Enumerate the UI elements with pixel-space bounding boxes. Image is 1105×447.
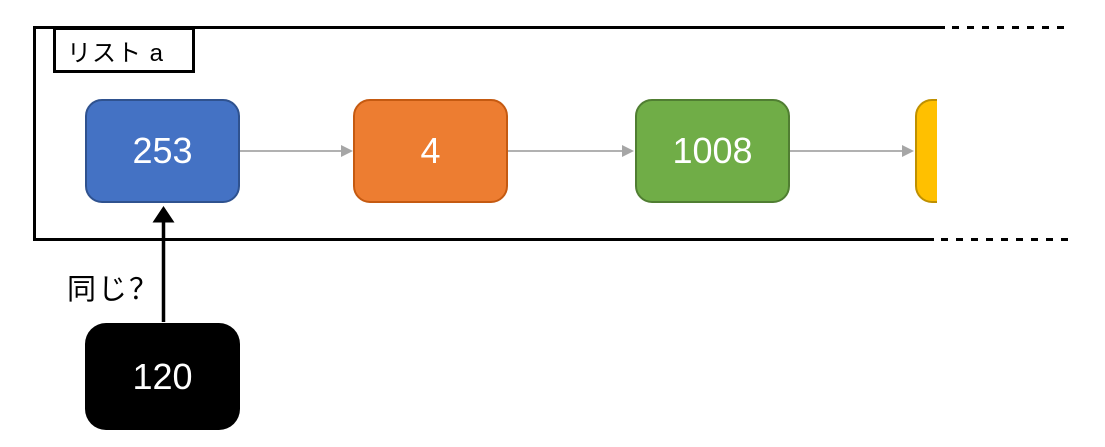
connector-arrow-1 — [240, 145, 353, 157]
list-node-partial — [915, 99, 937, 203]
node-value: 1008 — [672, 130, 753, 171]
list-node-4: 4 — [353, 99, 508, 203]
list-node-253: 253 — [85, 99, 240, 203]
arrowhead-icon — [152, 206, 175, 223]
comparison-node-120: 120 — [85, 323, 240, 430]
arrowhead-icon — [622, 145, 634, 157]
comparison-question-label: 同じ？ — [67, 274, 161, 306]
list-node-next-clipped — [915, 99, 937, 203]
connector-arrow-2 — [508, 145, 634, 157]
connector-arrow-3 — [790, 145, 914, 157]
list-a-label-text: リスト a — [67, 39, 165, 67]
node-value: 253 — [132, 130, 193, 171]
node-value: 4 — [420, 130, 441, 171]
list-a-frame — [33, 26, 945, 241]
arrowhead-icon — [341, 145, 353, 157]
list-a-label: リスト a — [53, 27, 195, 73]
comparison-arrow — [152, 206, 175, 322]
arrowhead-icon — [902, 145, 914, 157]
node-value: 120 — [132, 355, 193, 397]
list-node-1008: 1008 — [635, 99, 790, 203]
